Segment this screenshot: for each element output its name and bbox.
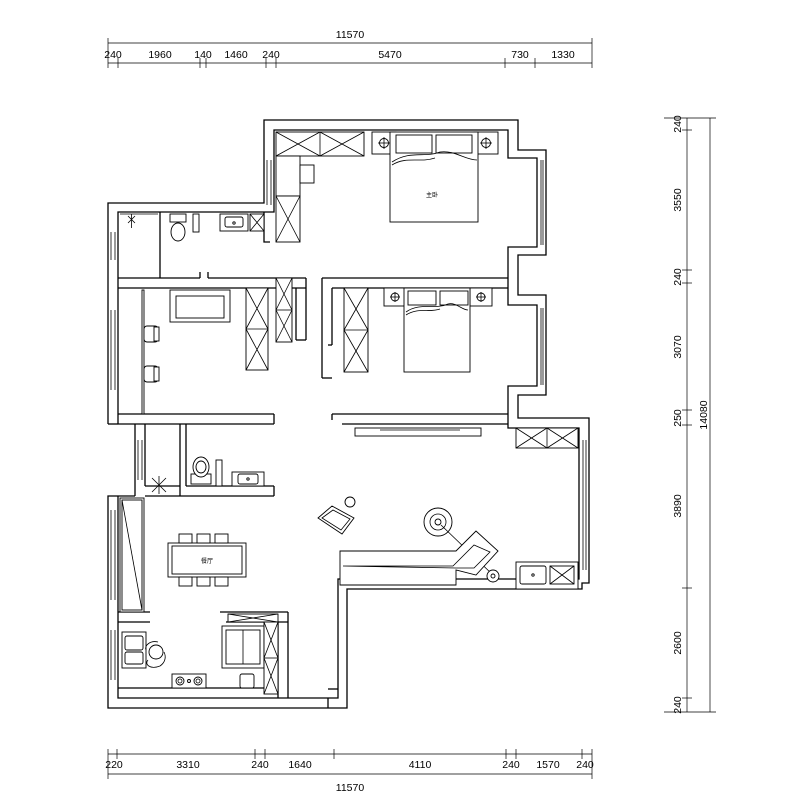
toilet-icon xyxy=(169,213,187,242)
bottom-seg-label: 220 xyxy=(105,759,123,771)
bottom-dimension-chain: 220 3310 240 1640 4110 240 1570 240 1157… xyxy=(105,749,594,794)
chair-icon xyxy=(196,576,211,587)
bottom-seg-label: 1640 xyxy=(288,759,312,771)
interior-walls xyxy=(118,212,508,708)
corridor-bathroom xyxy=(151,456,265,494)
second-bedroom xyxy=(343,287,493,373)
right-seg-label: 3550 xyxy=(672,188,684,212)
top-total-label: 11570 xyxy=(336,29,365,41)
top-seg-label: 1960 xyxy=(148,49,172,61)
top-dimension-chain: 11570 240 1960 140 1460 240 5470 730 133… xyxy=(104,29,593,68)
left-bedroom xyxy=(141,277,293,415)
armchair-icon xyxy=(317,496,356,535)
master-bed: 主卧 xyxy=(371,131,499,223)
bottom-seg-label: 4110 xyxy=(409,759,432,771)
chair-icon xyxy=(196,533,211,544)
right-seg-label: 2600 xyxy=(672,631,684,655)
sink-icon xyxy=(121,631,147,669)
bottom-seg-label: 3310 xyxy=(176,759,200,771)
right-seg-label: 240 xyxy=(672,115,684,133)
wardrobe-master xyxy=(275,131,365,243)
chair-icon xyxy=(143,365,160,383)
sink-icon xyxy=(515,561,579,590)
chair-icon xyxy=(178,576,193,587)
bottom-seg-label: 240 xyxy=(576,759,594,771)
room-label: 餐厅 xyxy=(201,557,213,565)
bottom-total-label: 11570 xyxy=(336,782,365,794)
toilet-icon xyxy=(190,456,212,485)
bottom-ticks xyxy=(116,749,583,759)
top-seg-label: 1460 xyxy=(224,49,248,61)
windows xyxy=(110,160,587,680)
room-label: 主卧 xyxy=(426,191,438,199)
sink-icon xyxy=(231,471,265,487)
right-total-label: 14080 xyxy=(698,400,710,429)
sofa-icon xyxy=(339,530,499,586)
top-bathroom xyxy=(120,213,265,242)
right-seg-label: 240 xyxy=(672,696,684,714)
chair-icon xyxy=(214,576,229,587)
bottom-seg-label: 1570 xyxy=(536,759,560,771)
living-room xyxy=(317,427,579,590)
dining-area: 餐厅 xyxy=(119,497,247,613)
stove-icon xyxy=(171,673,207,689)
kitchen xyxy=(121,613,279,695)
top-seg-label: 5470 xyxy=(378,49,402,61)
chair-icon xyxy=(178,533,193,544)
right-ticks xyxy=(682,129,692,699)
right-seg-label: 3070 xyxy=(672,335,684,359)
top-ticks xyxy=(117,58,536,68)
person-icon xyxy=(145,641,166,668)
top-seg-label: 730 xyxy=(511,49,529,61)
sink-icon xyxy=(219,213,249,232)
chair-icon xyxy=(214,533,229,544)
top-seg-label: 240 xyxy=(104,49,122,61)
right-dimension-chain: 240 3550 240 3070 250 3890 2600 240 1408… xyxy=(664,115,716,714)
right-seg-label: 250 xyxy=(672,409,684,427)
chair-icon xyxy=(143,325,160,343)
bottom-seg-label: 240 xyxy=(502,759,520,771)
right-seg-label: 240 xyxy=(672,268,684,286)
top-seg-label: 1330 xyxy=(551,49,575,61)
top-seg-label: 140 xyxy=(194,49,212,61)
bottom-seg-label: 240 xyxy=(251,759,269,771)
tv-cabinet-icon xyxy=(354,427,482,437)
right-seg-label: 3890 xyxy=(672,494,684,518)
top-seg-label: 240 xyxy=(262,49,280,61)
